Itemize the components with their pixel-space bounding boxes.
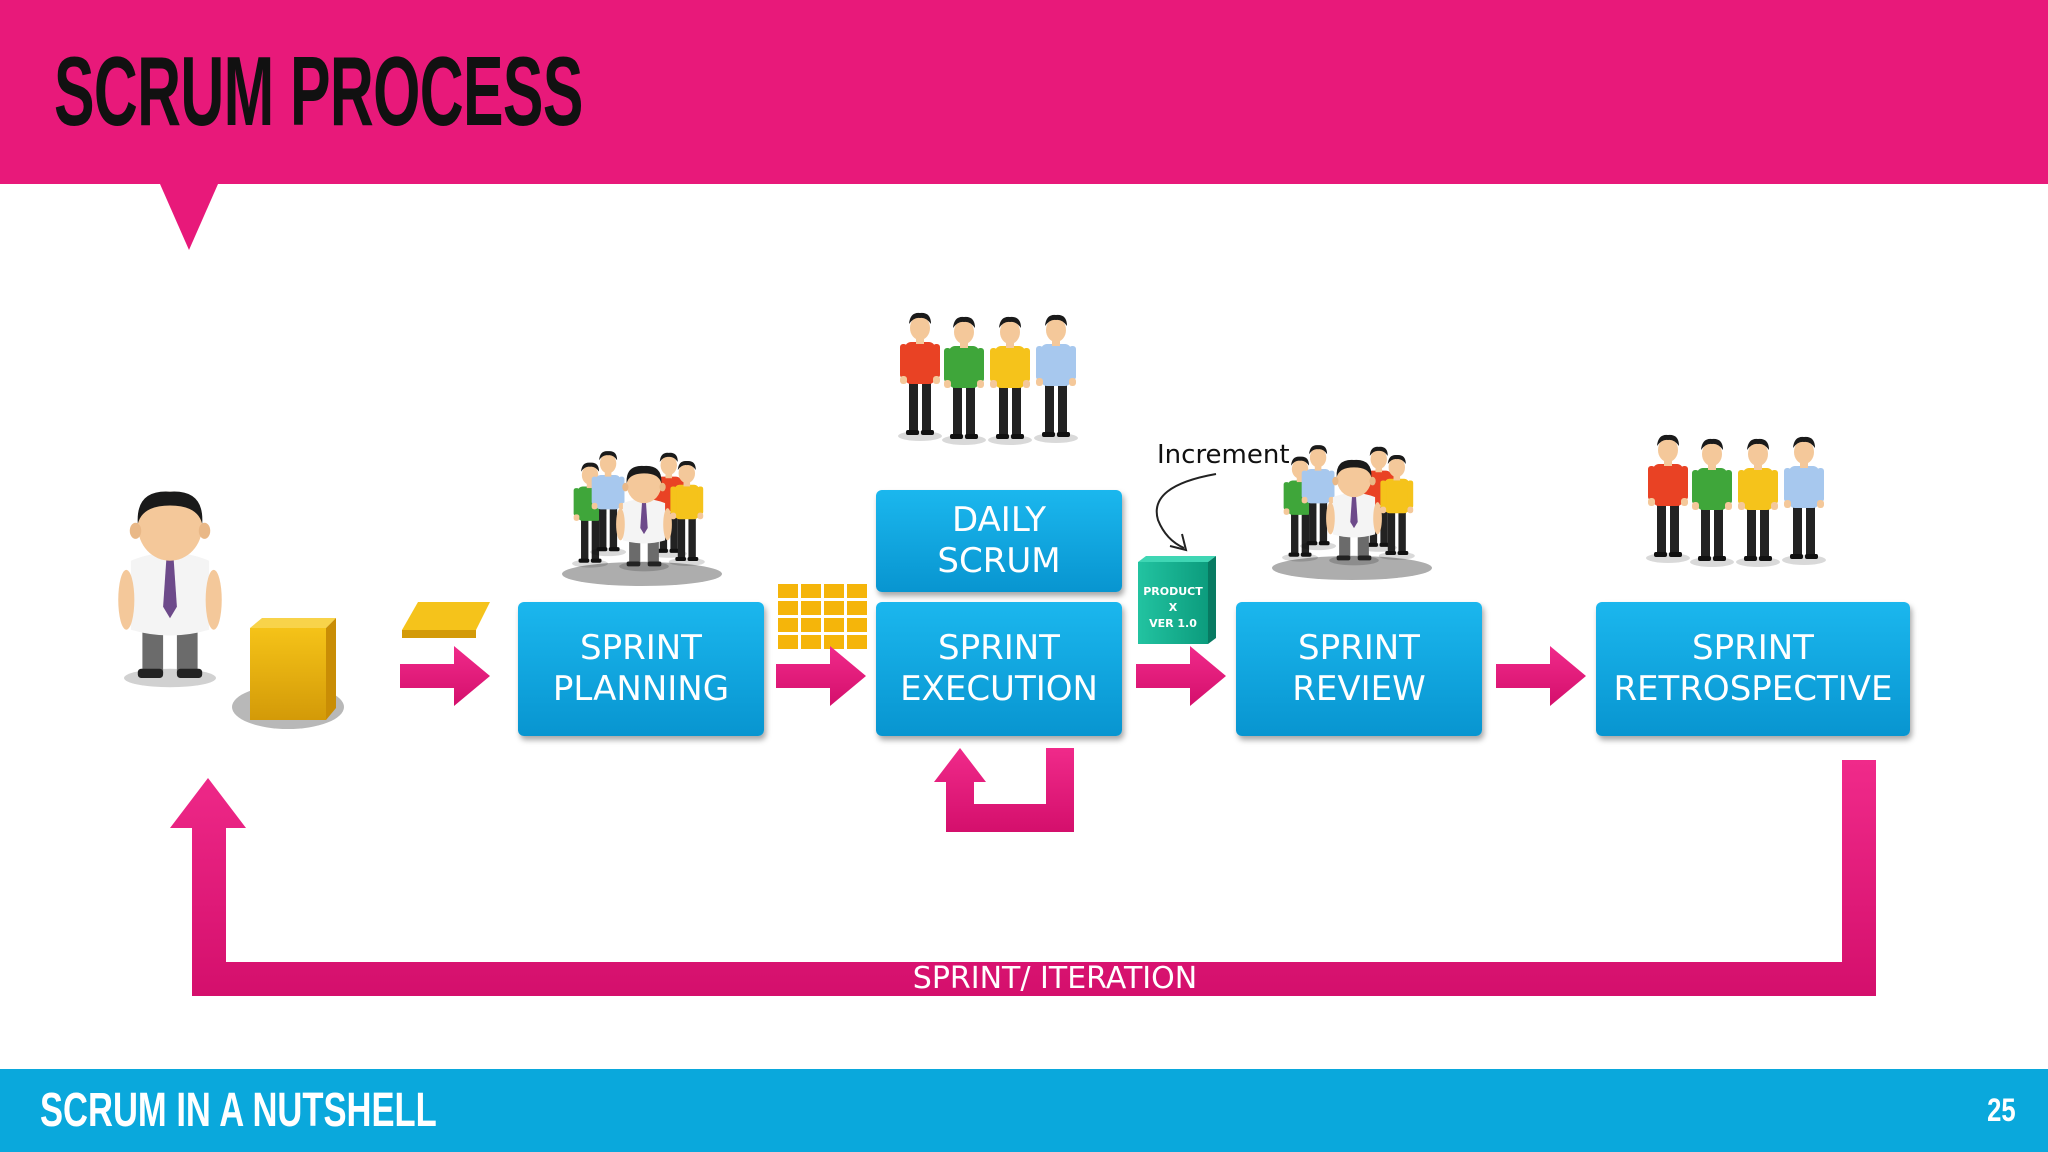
step-label-line1: SPRINT [1298,628,1420,668]
sprint-backlog-grid [778,584,867,649]
step-label-line1: SPRINT [580,628,702,668]
iteration-label: SPRINT/ ITERATION [912,961,1198,996]
step-label-line2: SCRUM [937,541,1061,581]
step-label-line1: SPRINT [1692,628,1814,668]
step-sprint-retrospective: SPRINT RETROSPECTIVE [1596,602,1910,736]
sprint-backlog-pad [402,602,490,638]
step-label-line2: REVIEW [1292,669,1426,709]
review-team [1272,445,1432,580]
increment-curve-arrow [1155,473,1217,549]
step-label-line1: SPRINT [938,628,1060,668]
step-label-line1: DAILY [951,500,1047,540]
step-label-line2: RETROSPECTIVE [1613,669,1893,709]
product-increment-box [1138,556,1216,644]
product-owner-figure [118,491,222,688]
product-increment-label: PRODUCT X VER 1.0 [1143,585,1203,630]
execution-loop-arrow [934,748,1074,832]
retrospective-team [1646,435,1826,567]
header-pointer [160,184,218,250]
step-sprint-review: SPRINT REVIEW [1236,602,1482,736]
page-number: 25 [1987,1092,2016,1128]
page-title: SCRUM PROCESS [54,36,583,146]
step-sprint-execution: SPRINT EXECUTION [876,602,1122,736]
daily-scrum-team [898,313,1078,445]
iteration-loop-arrow [170,760,1876,996]
increment-label: Increment [1157,440,1290,470]
step-sprint-planning: SPRINT PLANNING [518,602,764,736]
flow-arrows [400,646,1586,706]
footer-bar [0,1069,2048,1152]
header-bar [0,0,2048,184]
product-backlog-stack [232,618,344,729]
planning-team [562,451,722,586]
footer-title: SCRUM IN A NUTSHELL [40,1084,437,1137]
step-label-line2: PLANNING [552,669,730,709]
step-daily-scrum: DAILY SCRUM [876,490,1122,592]
step-label-line2: EXECUTION [900,669,1098,709]
